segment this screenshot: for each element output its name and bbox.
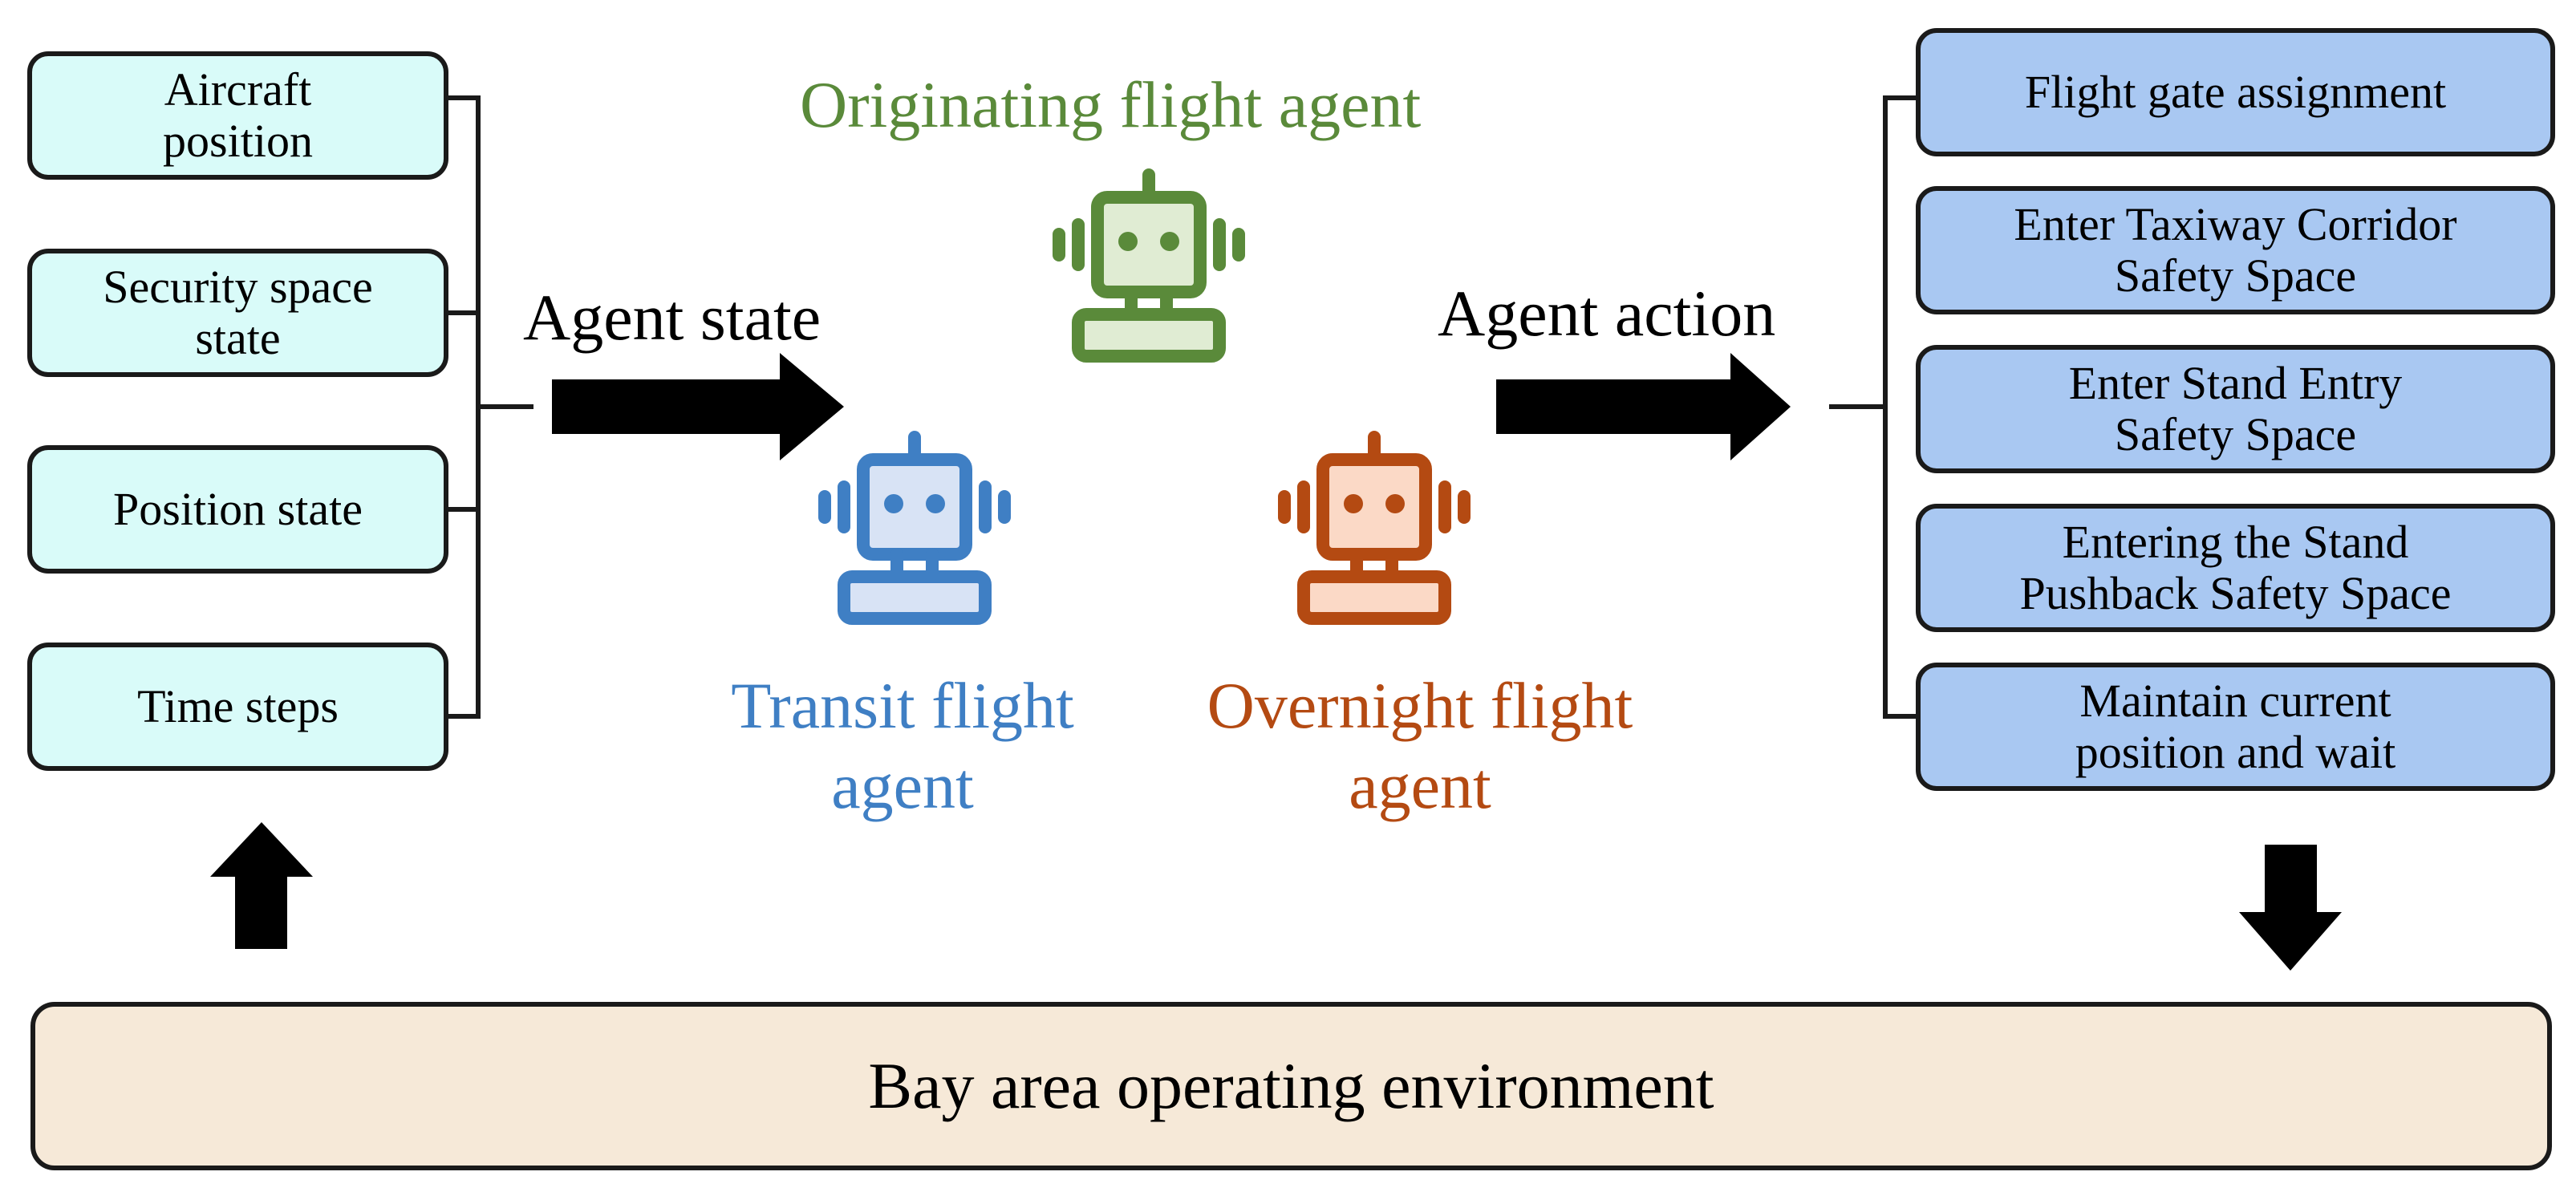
action-item-entering-stand-pushback: Entering the Stand Pushback Safety Space <box>1916 504 2555 632</box>
transit-agent-label: Transit flight agent <box>731 669 1074 823</box>
state-item-aircraft-position: Aircraft position <box>27 51 448 180</box>
up-arrow <box>210 822 313 949</box>
state-item-position-state: Position state <box>27 445 448 574</box>
originating-agent-label: Originating flight agent <box>800 68 1422 141</box>
overnight-agent-label: Overnight flight agent <box>1207 669 1633 823</box>
down-arrow <box>2239 845 2342 971</box>
environment-box: Bay area operating environment <box>30 1002 2552 1170</box>
transit-robot-icon <box>818 431 1011 625</box>
overnight-robot-icon <box>1278 431 1471 625</box>
state-bracket <box>448 95 533 719</box>
agent-state-arrow <box>552 353 844 460</box>
agent-action-arrow <box>1496 353 1791 460</box>
originating-robot-icon <box>1053 168 1245 363</box>
state-item-time-steps: Time steps <box>27 643 448 771</box>
state-item-security-space-state: Security space state <box>27 249 448 377</box>
action-item-maintain-position: Maintain current position and wait <box>1916 663 2555 791</box>
agent-action-label: Agent action <box>1438 277 1776 350</box>
agent-state-label: Agent state <box>523 281 821 354</box>
action-item-enter-stand-entry: Enter Stand Entry Safety Space <box>1916 345 2555 473</box>
action-bracket <box>1829 95 1916 719</box>
action-item-enter-taxiway-corridor: Enter Taxiway Corridor Safety Space <box>1916 186 2555 314</box>
action-item-flight-gate-assignment: Flight gate assignment <box>1916 28 2555 156</box>
